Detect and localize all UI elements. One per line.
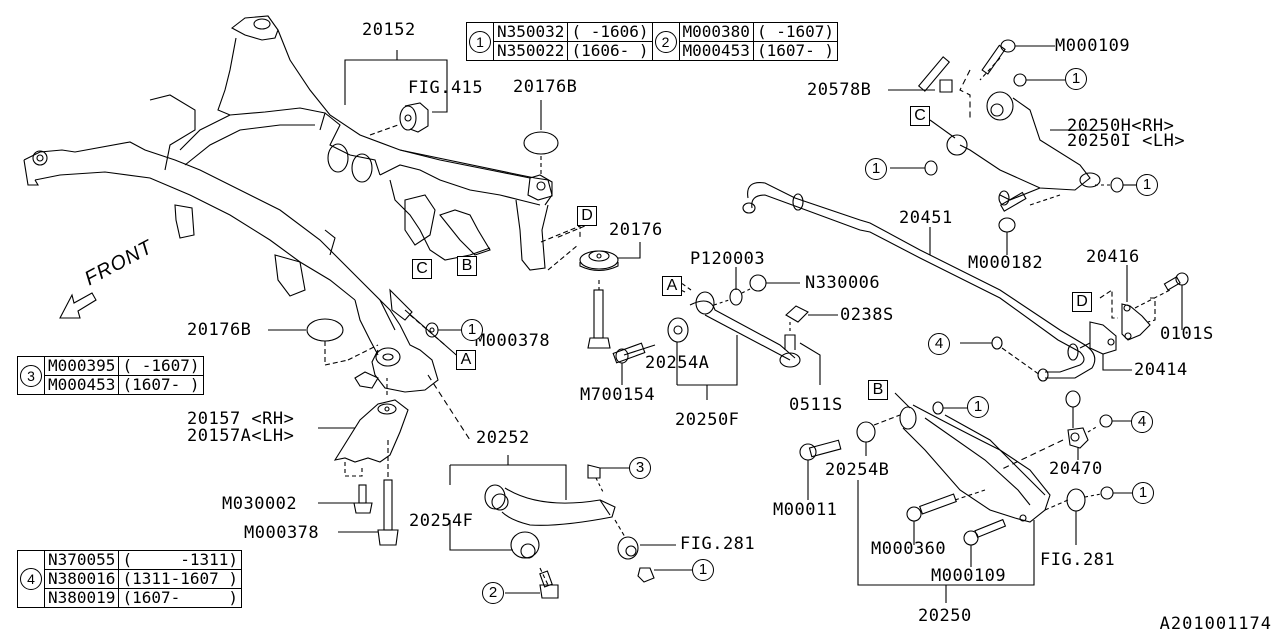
callout-4: 4 [928, 333, 950, 355]
label-20414[interactable]: 20414 [1134, 360, 1188, 380]
label-m000182[interactable]: M000182 [968, 253, 1044, 273]
legend-part: N380019 [43, 588, 120, 608]
label-m000378-mid[interactable]: M000378 [475, 331, 551, 351]
label-fig281-mid[interactable]: FIG.281 [680, 534, 756, 554]
legend-table-1-2: 1 N350032 ( -1606) 2 M000380 ( -1607) N3… [466, 22, 839, 61]
mount-20176b-left-drawing [268, 318, 379, 366]
label-20416[interactable]: 20416 [1086, 247, 1140, 267]
label-20176[interactable]: 20176 [609, 220, 663, 240]
callout-1: 1 [1065, 68, 1087, 90]
label-n330006[interactable]: N330006 [805, 273, 881, 293]
callout-4-icon: 4 [17, 550, 45, 608]
label-20176b-left[interactable]: 20176B [187, 320, 252, 340]
label-20176b-top[interactable]: 20176B [513, 77, 578, 97]
arm-20250-drawing [799, 401, 1132, 603]
nut-left-drawing [404, 309, 463, 361]
mount-20176-drawing [540, 225, 641, 349]
label-20152[interactable]: 20152 [362, 20, 416, 40]
legend-part: N380016 [43, 569, 120, 589]
label-0101s[interactable]: 0101S [1160, 324, 1214, 344]
legend-part: N370055 [43, 550, 120, 570]
label-m700154[interactable]: M700154 [580, 385, 656, 405]
label-20470[interactable]: 20470 [1049, 459, 1103, 479]
legend-part: N350022 [492, 41, 569, 61]
ref-box-a-left: A [456, 350, 476, 370]
label-m000109-low[interactable]: M000109 [931, 566, 1007, 586]
label-20157-rh[interactable]: 20157 <RH> [187, 409, 295, 429]
mount-20176b-top-drawing [523, 100, 559, 175]
legend-part: M000453 [43, 375, 120, 395]
label-p120003[interactable]: P120003 [690, 249, 766, 269]
legend-table-4: 4 N370055 ( -1311) N380016 (1311-1607 ) … [17, 550, 243, 608]
label-20250h-rh[interactable]: 20250H<RH> [1067, 116, 1175, 136]
callout-3-icon: 3 [17, 356, 45, 395]
label-20250[interactable]: 20250 [918, 606, 972, 626]
label-fig281-right[interactable]: FIG.281 [1040, 550, 1116, 570]
legend-range: (1607- ) [118, 588, 243, 608]
legend-range: (1607- ) [118, 375, 204, 395]
legend-range: (1607- ) [752, 41, 839, 61]
figure-id: A201001174 [1159, 614, 1272, 634]
arm-20250h-drawing [888, 39, 1136, 255]
legend-range: ( -1607) [118, 356, 204, 376]
label-m030002[interactable]: M030002 [222, 494, 298, 514]
legend-part: M000453 [678, 41, 754, 61]
ref-box-c-left: C [412, 259, 432, 279]
label-20451[interactable]: 20451 [899, 208, 953, 228]
callout-1: 1 [865, 158, 887, 180]
link-20250f-drawing [612, 267, 838, 400]
label-20254b[interactable]: 20254B [825, 460, 890, 480]
crossmember-drawing [23, 15, 553, 393]
legend-range: (1606- ) [567, 41, 653, 61]
callout-1-icon: 1 [466, 22, 494, 61]
label-20254f[interactable]: 20254F [409, 511, 474, 531]
label-m000109-top[interactable]: M000109 [1055, 36, 1131, 56]
link-20252-drawing [449, 455, 692, 599]
label-0238s[interactable]: 0238S [840, 305, 894, 325]
label-20252[interactable]: 20252 [476, 428, 530, 448]
callout-2: 2 [482, 582, 504, 604]
ref-box-c-right: C [910, 106, 930, 126]
legend-table-3: 3 M000395 ( -1607) M000453 (1607- ) [17, 356, 204, 395]
ref-box-b-right: B [868, 380, 888, 400]
label-fig415[interactable]: FIG.415 [408, 78, 484, 98]
label-20578b[interactable]: 20578B [807, 80, 872, 100]
callout-1: 1 [692, 559, 714, 581]
legend-part: M000395 [43, 356, 120, 376]
stabilizer-bar-drawing [742, 182, 1096, 382]
label-0511s[interactable]: 0511S [789, 395, 843, 415]
front-arrow-icon [59, 292, 97, 319]
callout-1: 1 [1132, 482, 1154, 504]
label-20250i-lh[interactable]: 20250I <LH> [1067, 131, 1186, 151]
legend-part: M000380 [678, 22, 754, 42]
callout-3: 3 [629, 457, 651, 479]
legend-part: N350032 [492, 22, 569, 42]
label-20157a-lh[interactable]: 20157A<LH> [187, 426, 295, 446]
label-m000378-low[interactable]: M000378 [244, 523, 320, 543]
legend-range: (1311-1607 ) [118, 569, 243, 589]
bracket-20157-drawing [318, 374, 471, 546]
label-m00011[interactable]: M00011 [773, 500, 838, 520]
ref-box-b-left: B [457, 256, 477, 276]
label-20250f[interactable]: 20250F [675, 410, 740, 430]
bushing-bracket-drawing [1079, 265, 1189, 371]
callout-4: 4 [1131, 411, 1153, 433]
label-m000360[interactable]: M000360 [871, 539, 947, 559]
callout-1: 1 [967, 396, 989, 418]
callout-2-icon: 2 [651, 22, 680, 61]
bushing-fig415-drawing [344, 50, 448, 136]
legend-range: ( -1606) [567, 22, 653, 42]
callout-1: 1 [1136, 174, 1158, 196]
legend-range: ( -1607) [752, 22, 839, 42]
callout-1: 1 [461, 319, 483, 341]
label-20254a[interactable]: 20254A [645, 353, 710, 373]
ref-box-a-right: A [662, 276, 682, 296]
legend-range: ( -1311) [118, 550, 243, 570]
ref-box-d-right: D [1072, 292, 1092, 312]
link-20470-drawing [960, 336, 1132, 471]
ref-box-d-top: D [577, 206, 597, 226]
